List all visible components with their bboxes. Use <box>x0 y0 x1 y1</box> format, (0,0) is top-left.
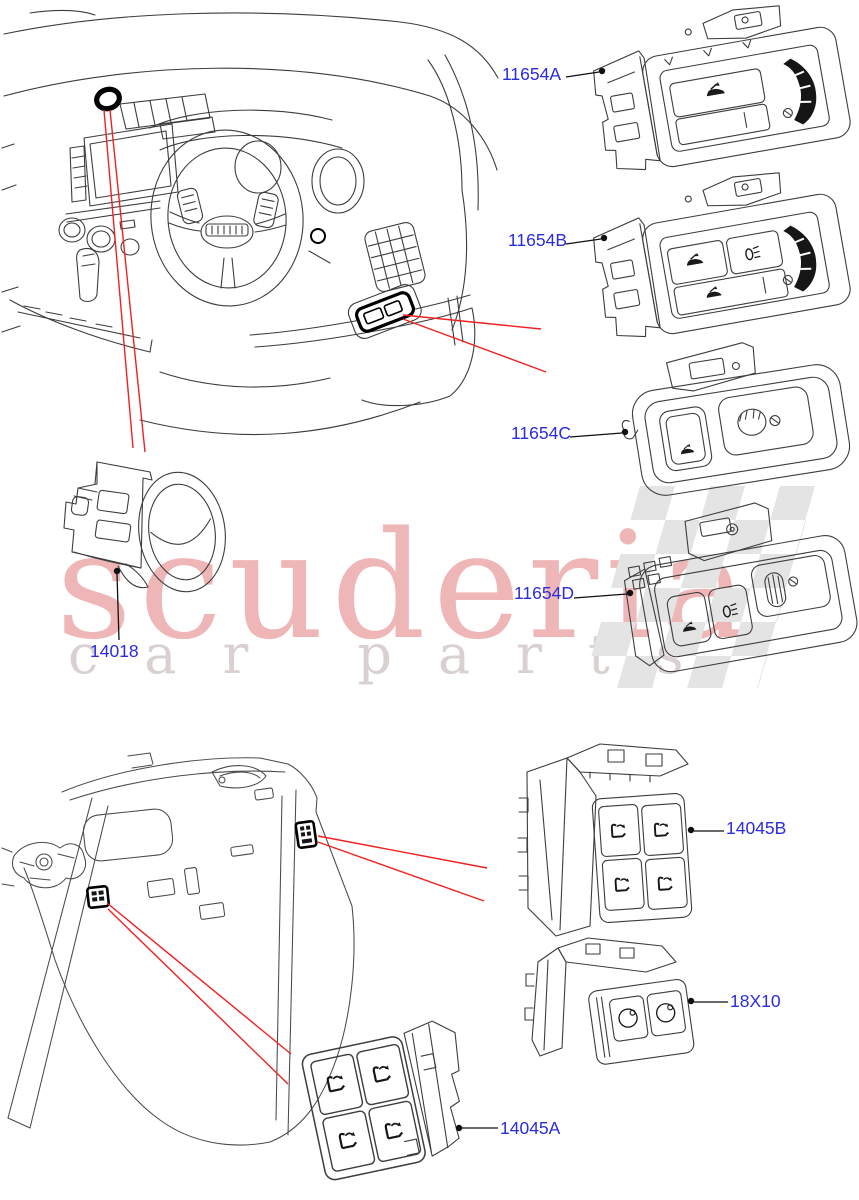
watermark-tagline: car parts <box>68 623 730 686</box>
seat-fold-icon <box>614 876 631 892</box>
switch-14045B-illustration <box>517 743 693 937</box>
part-label-11654D[interactable]: 11654D <box>514 583 575 603</box>
quarter-trim-illustration <box>1 752 355 1146</box>
part-label-11654A[interactable]: 11654A <box>502 64 562 84</box>
round-button-icon <box>654 1001 677 1024</box>
part-label-11654C[interactable]: 11654C <box>511 423 572 443</box>
switch-18X10-illustration <box>524 937 695 1065</box>
thumbwheel-icon <box>783 58 817 125</box>
dashboard-illustration <box>1 9 499 436</box>
seat-fold-icon <box>653 821 670 837</box>
rotary-knob-icon <box>764 572 799 608</box>
round-button-icon <box>617 1007 639 1029</box>
location-lines-dash <box>103 109 547 453</box>
power-tailgate-icon <box>684 251 705 267</box>
checkered-flag-watermark <box>582 486 816 688</box>
power-tailgate-icon <box>704 80 726 98</box>
headlamp-leveling-icon <box>744 245 762 261</box>
part-label-14045A[interactable]: 14045A <box>500 1118 561 1138</box>
rotary-knob-icon <box>737 408 781 436</box>
trim-switch-location-left <box>86 885 110 909</box>
switch-11654D-illustration <box>623 502 858 673</box>
switch-11654B-illustration <box>593 172 851 338</box>
part-label-11654B[interactable]: 11654B <box>508 230 568 250</box>
seat-fold-icon <box>657 875 674 891</box>
switch-14045A-illustration <box>301 1020 460 1181</box>
part-label-14045B[interactable]: 14045B <box>726 818 787 838</box>
part-label-14018[interactable]: 14018 <box>90 641 139 661</box>
thumbwheel-icon <box>783 225 817 292</box>
dash-grommet-ring <box>94 86 122 112</box>
tailgate-close-icon <box>704 284 723 299</box>
trim-switch-location-right <box>294 819 318 850</box>
switch-11654C-illustration <box>621 342 851 496</box>
seat-fold-icon <box>384 1120 405 1140</box>
seat-fold-icon <box>610 822 627 838</box>
part-label-18X10[interactable]: 18X10 <box>730 991 781 1011</box>
seat-fold-icon <box>372 1063 393 1083</box>
power-tailgate-icon <box>678 442 695 455</box>
dash-switch-location <box>347 284 422 339</box>
switch-11654A-illustration <box>593 5 851 171</box>
seat-fold-icon <box>338 1130 359 1150</box>
seat-fold-icon <box>326 1073 347 1093</box>
ignition-switch-14018-illustration <box>63 461 226 641</box>
location-lines-trim <box>106 835 488 1085</box>
